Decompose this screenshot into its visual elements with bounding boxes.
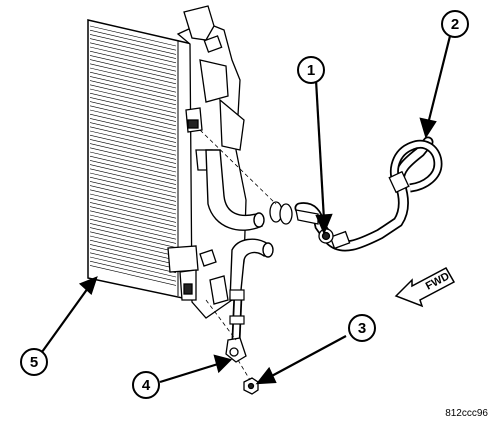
radiator-fin (89, 260, 177, 282)
callout-3-label: 3 (358, 320, 366, 337)
radiator-fin (89, 92, 177, 114)
radiator-fin (89, 42, 177, 64)
radiator-fin (89, 168, 177, 190)
figure-id: 812ccc96 (445, 408, 488, 419)
callout-5-label: 5 (30, 354, 38, 371)
upper-fitting-bolt (295, 209, 334, 244)
radiator-fin (89, 63, 177, 85)
radiator-fin (89, 256, 177, 278)
radiator-fin (89, 101, 177, 122)
radiator-fin (89, 185, 177, 206)
radiator-fin (89, 130, 177, 152)
o-ring (269, 201, 293, 225)
radiator-fin (89, 29, 177, 51)
callout-4-label: 4 (142, 377, 151, 394)
radiator-fin (89, 84, 177, 106)
callout-1-label: 1 (307, 62, 315, 79)
radiator-fin (89, 218, 177, 240)
upper-radiator-fitting (205, 149, 265, 231)
radiator-fin (89, 231, 177, 253)
radiator-fin (89, 105, 177, 127)
radiator-fin (89, 34, 177, 55)
radiator-fin (89, 235, 177, 257)
radiator-fin (89, 244, 177, 265)
radiator-fin (89, 118, 177, 139)
radiator-fin (89, 122, 177, 143)
lower-cooler-tube (229, 289, 245, 341)
radiator-fin (89, 227, 177, 248)
radiator-fin (89, 265, 177, 286)
radiator-fin (89, 25, 177, 47)
lower-fitting-bracket (225, 337, 247, 363)
radiator-fin (89, 59, 177, 80)
radiator-fin (89, 113, 177, 135)
radiator-fin (89, 202, 177, 223)
radiator-fin (89, 239, 177, 261)
radiator-fin (89, 134, 177, 156)
callout-3: 3 (348, 314, 376, 342)
radiator-fin (89, 46, 177, 68)
radiator-fin (89, 71, 177, 93)
radiator-fin (89, 151, 177, 173)
radiator-fin (89, 109, 177, 131)
radiator-fin (89, 50, 177, 72)
radiator-fin (89, 214, 177, 236)
radiator-fin (89, 67, 177, 89)
radiator-fin (89, 80, 177, 101)
callout-4: 4 (132, 371, 160, 399)
forward-direction-arrow: FWD (394, 266, 456, 308)
radiator-fin (89, 164, 177, 185)
radiator-fin (89, 76, 177, 97)
radiator-fin (89, 210, 177, 232)
radiator-fin (89, 252, 177, 274)
radiator-fin (89, 181, 177, 202)
radiator-fin (89, 197, 177, 219)
radiator-fin (89, 139, 177, 160)
callout-2-label: 2 (451, 16, 459, 33)
radiator-fin (89, 223, 177, 244)
alignment-lines (199, 129, 277, 381)
radiator-fin (89, 172, 177, 194)
radiator-fin (89, 155, 177, 177)
radiator-fin (89, 97, 177, 118)
radiator-fin (89, 206, 177, 227)
radiator-fin (89, 55, 177, 76)
radiator-fin (89, 189, 177, 211)
radiator-fin (89, 143, 177, 164)
radiator-fin (89, 126, 177, 148)
radiator-core (87, 19, 193, 301)
radiator-fin (89, 176, 177, 198)
radiator-fin (89, 147, 177, 169)
callout-2: 2 (441, 10, 469, 38)
radiator-fin (89, 193, 177, 215)
retaining-nut (243, 377, 259, 395)
lower-radiator-fitting (229, 238, 274, 301)
callout-1: 1 (297, 56, 325, 84)
callout-leaders (41, 35, 452, 385)
callout-5: 5 (20, 348, 48, 376)
radiator-fin (89, 160, 177, 181)
radiator-fin (89, 88, 177, 110)
radiator-fin (89, 248, 177, 269)
radiator-fin (89, 38, 177, 59)
